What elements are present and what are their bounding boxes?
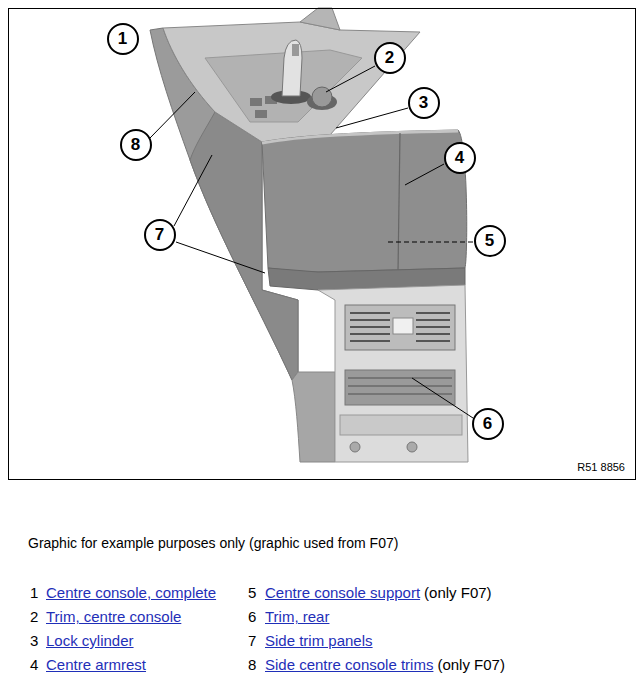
leader-line [174,155,212,226]
callout-number: 7 [155,226,164,244]
callout-number: 5 [485,232,494,250]
part-name-link: Lock cylinder [46,632,134,649]
parts-list-row: 7Side trim panels [248,632,373,650]
callout-circle: 8 [120,129,152,161]
part-name-link: Trim, centre console [46,608,181,625]
parts-list-row: 2Trim, centre console [30,608,181,626]
callout-circle: 4 [444,142,476,174]
parts-list-row: 1Centre console, complete [30,584,216,602]
part-name-link: Side centre console trims [265,656,433,673]
item-number: 1 [30,584,46,602]
armrest-seam [398,133,400,272]
callout-circle: 5 [474,225,506,257]
item-number: 5 [248,584,265,602]
gear-lever [282,40,302,96]
vent [345,305,455,350]
leader-line [405,164,444,185]
callout-number: 2 [385,49,394,67]
figure-code: R51 8856 [577,461,625,474]
item-number: 4 [30,656,46,674]
callout-circle: 7 [144,219,176,251]
item-number: 6 [248,608,265,626]
callout-number: 8 [131,136,140,154]
callout-number: 4 [455,149,464,167]
parts-list-row: 6Trim, rear [248,608,329,626]
switch [250,98,262,106]
leader-line [385,242,473,243]
item-number: 8 [248,656,265,674]
callout-number: 6 [483,415,492,433]
callout-circle: 6 [472,408,504,440]
rear-knob [350,442,360,452]
parts-list-row: 8Side centre console trims(only F07) [248,656,505,674]
top-tray [163,22,420,142]
part-name-link: Centre armrest [46,656,146,673]
illustration-frame: R51 8856 1 2 3 4 5 6 7 8 [8,8,636,480]
item-number: 7 [248,632,265,650]
callout-circle: 1 [107,23,139,55]
leader-lines [150,66,473,418]
rear-knob [407,442,417,452]
part-note: (only F07) [437,656,505,673]
parts-list-row: 5Centre console support(only F07) [248,584,492,602]
callout-circle: 3 [408,87,440,119]
switch [255,110,267,118]
part-name-link: Side trim panels [265,632,373,649]
parts-list-row: 3Lock cylinder [30,632,134,650]
side-panel-lower [292,372,335,462]
armrest-highlight [262,131,458,143]
vent-control [393,318,413,334]
part-name-link: Centre console, complete [46,584,216,601]
leader-line [176,242,265,273]
parts-list-row: 4Centre armrest [30,656,146,674]
leader-line [150,92,195,138]
part-name-link: Centre console support [265,584,420,601]
rear-strip [340,415,462,435]
callout-number: 1 [118,30,127,48]
vent-slats [350,313,450,341]
leader-line [336,108,408,128]
callout-number: 3 [419,94,428,112]
opening-grid [348,378,452,394]
rear-opening [345,370,455,405]
caption: Graphic for example purposes only (graph… [28,535,398,552]
gear-button [292,44,299,56]
callout-circle: 2 [374,42,406,74]
armrest [262,130,467,272]
rear-panel [318,285,468,462]
item-number: 3 [30,632,46,650]
leader-line [326,66,375,92]
rear-tab [300,8,340,30]
part-note: (only F07) [424,584,492,601]
part-name-link: Trim, rear [265,608,329,625]
leader-line [412,378,473,418]
item-number: 2 [30,608,46,626]
